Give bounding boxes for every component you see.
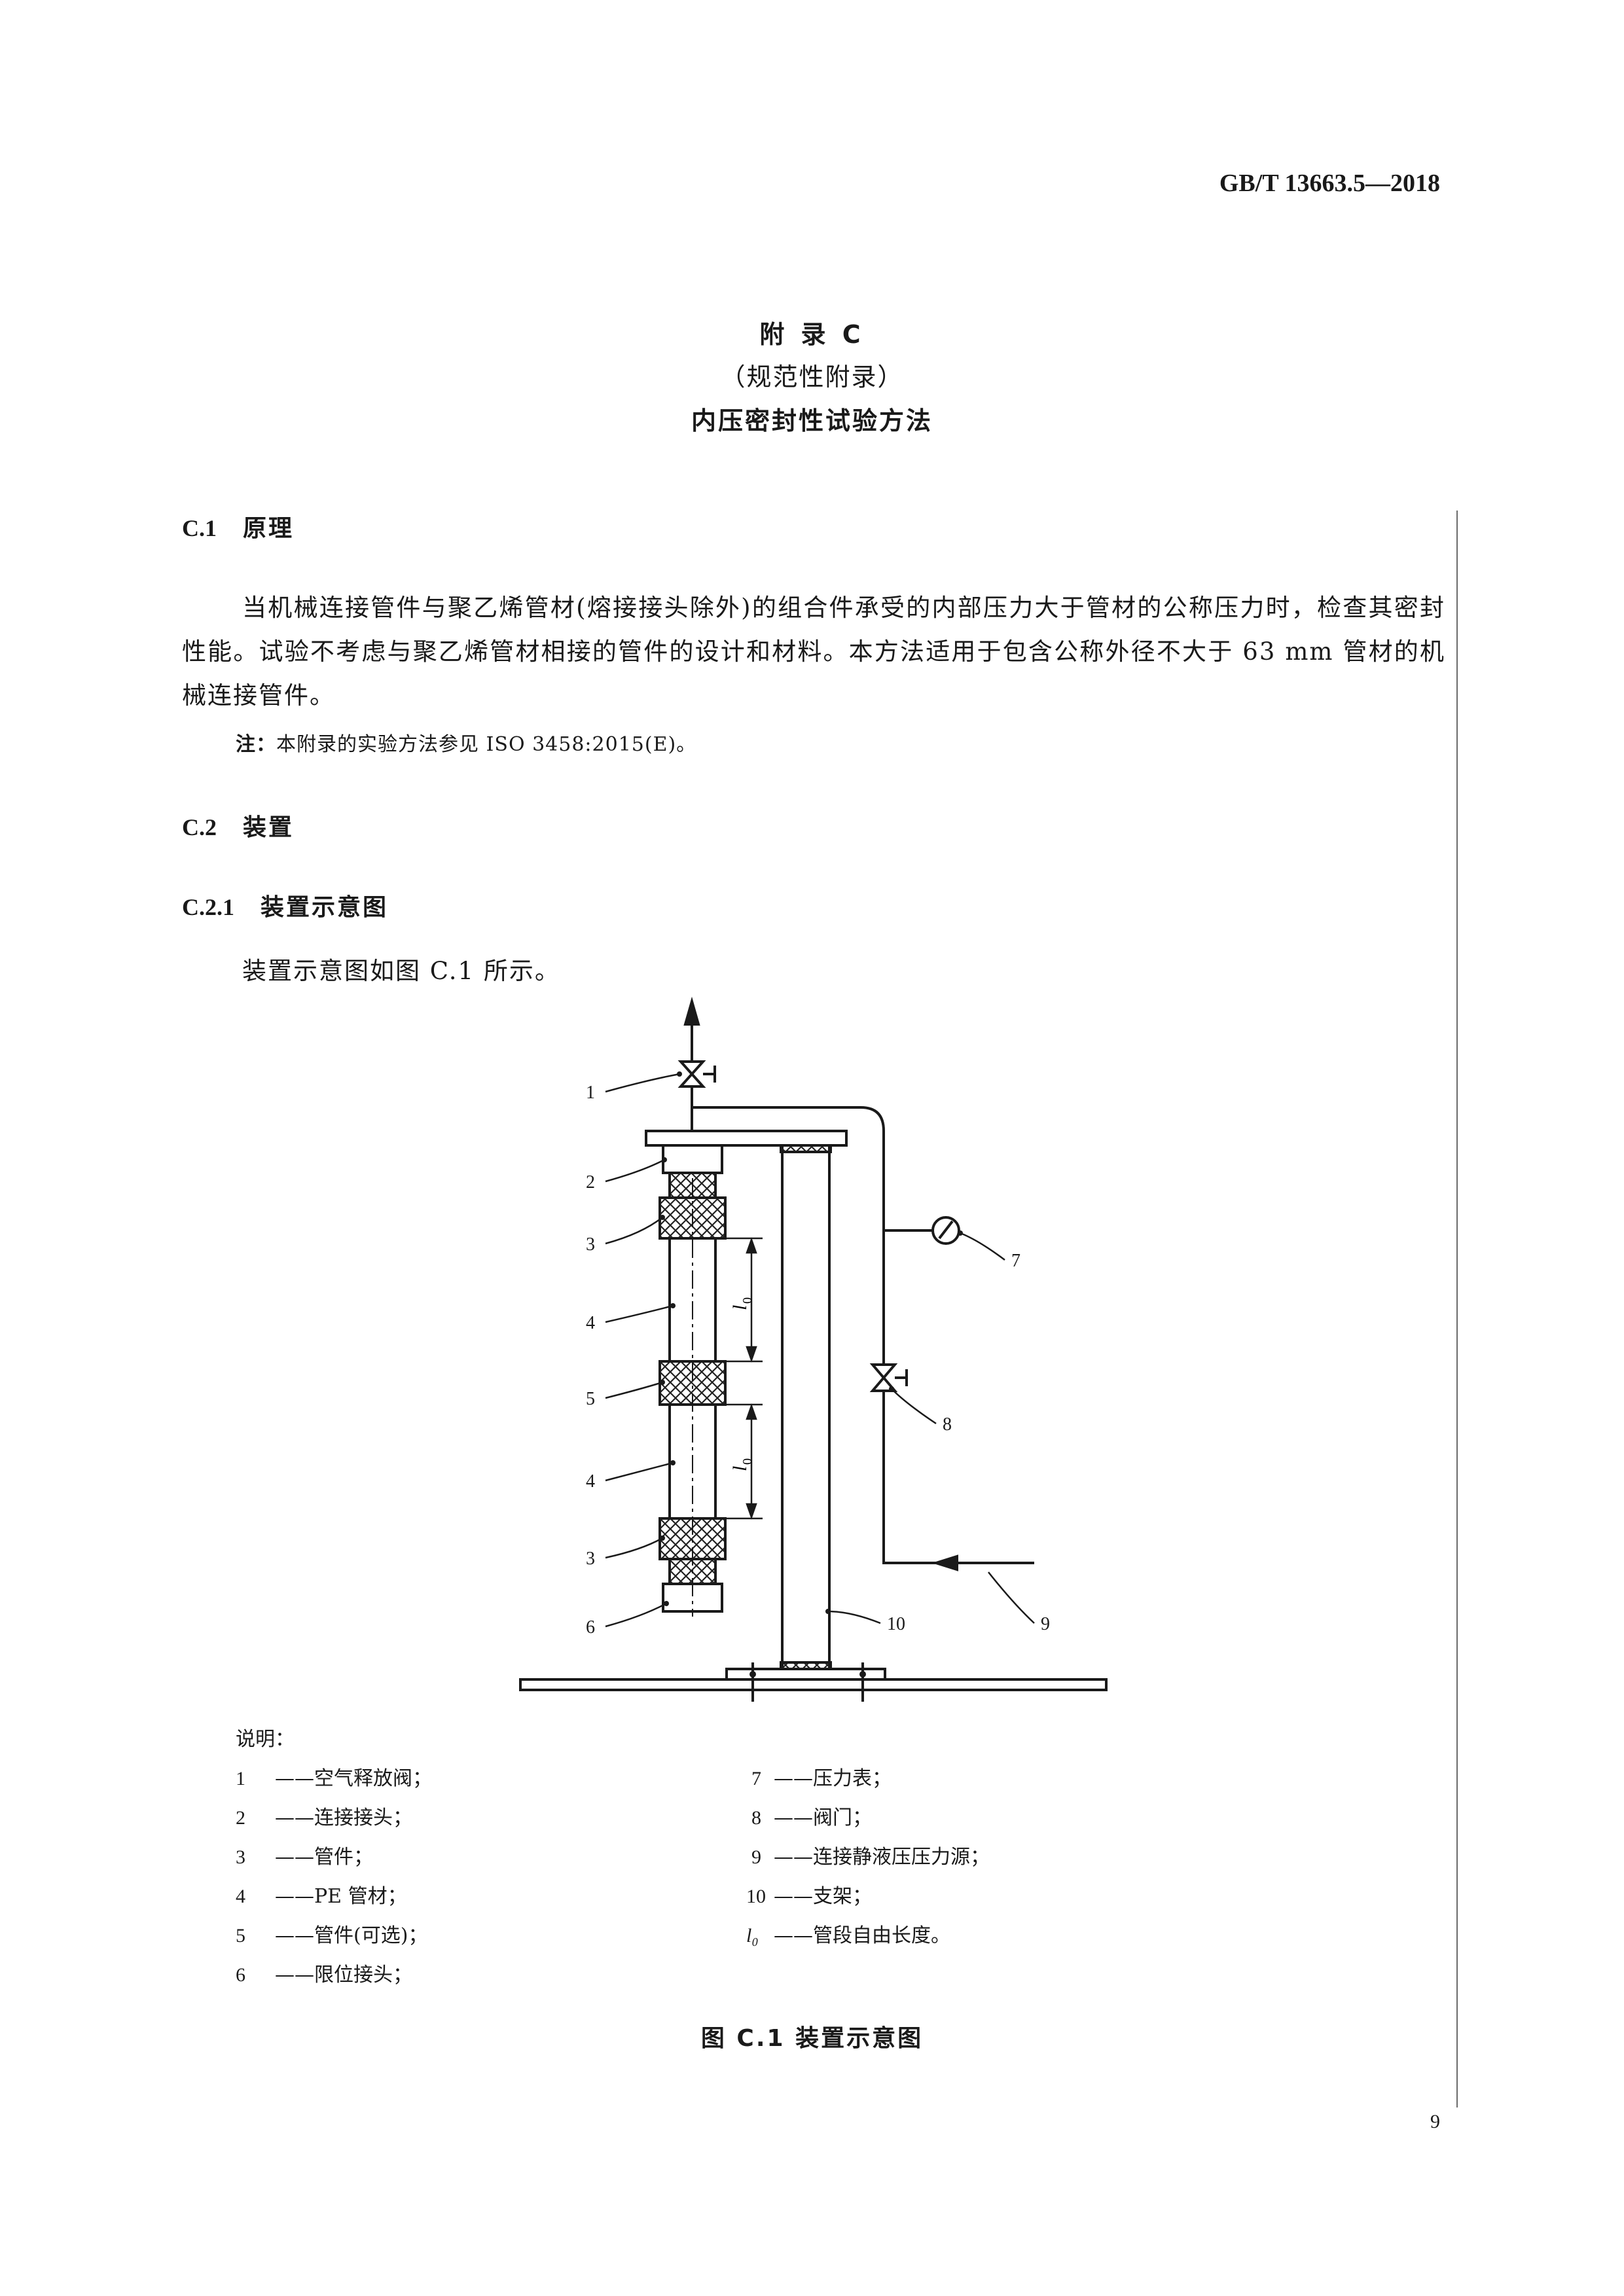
- c21-paragraph: 装置示意图如图 C.1 所示。: [242, 957, 560, 985]
- inflow-arrow-icon: [931, 1554, 958, 1571]
- callout-4b: 4: [586, 1471, 595, 1492]
- standard-code: GB/T 13663.5—2018: [1219, 170, 1440, 197]
- pressure-line: [691, 1106, 1034, 1564]
- figure-caption: 图 C.1 装置示意图: [700, 2025, 924, 2052]
- legend-item: 9——连接静液压压力源；: [751, 1846, 990, 1869]
- section-title: 装置示意图: [261, 894, 389, 921]
- callout-8: 8: [943, 1414, 952, 1435]
- callout-2: 2: [586, 1172, 595, 1193]
- legend-item: 6——限位接头；: [236, 1964, 412, 1986]
- annex-title: 附 录 C: [759, 320, 865, 349]
- legend-item: l₀——管段自由长度。: [746, 1924, 950, 1947]
- section-number: C.2.1: [182, 894, 234, 920]
- section-number: C.1: [182, 515, 217, 541]
- legend-item: 1——空气释放阀；: [236, 1767, 432, 1790]
- svg-text:0: 0: [740, 1297, 755, 1304]
- l0-lower-label: l 0: [729, 1458, 755, 1471]
- callout-3: 3: [586, 1234, 595, 1255]
- l0-upper-label: l 0: [729, 1297, 755, 1310]
- legend-item: 7——压力表；: [751, 1767, 892, 1790]
- callout-4: 4: [586, 1313, 595, 1333]
- svg-text:l: l: [729, 1466, 751, 1471]
- legend-title: 说明：: [236, 1728, 295, 1751]
- legend-item: 8——阀门；: [751, 1806, 872, 1829]
- callout-1: 1: [586, 1083, 595, 1103]
- section-title: 装置: [243, 814, 295, 841]
- note-text: 本附录的实验方法参见 ISO 3458:2015(E)。: [276, 733, 697, 756]
- callout-3b: 3: [586, 1549, 595, 1569]
- legend-item: 10——支架；: [746, 1885, 872, 1908]
- callout-10: 10: [887, 1614, 905, 1634]
- page-number: 9: [1430, 2111, 1440, 2132]
- legend-item: 4——PE 管材；: [236, 1885, 407, 1908]
- c1-note: 注：本附录的实验方法参见 ISO 3458:2015(E)。: [236, 728, 696, 757]
- callout-6: 6: [586, 1617, 595, 1638]
- note-label: 注：: [236, 733, 276, 756]
- annex-type: （规范性附录）: [720, 363, 904, 391]
- legend-item: 5——管件(可选)；: [236, 1924, 428, 1947]
- support-column: [781, 1144, 831, 1670]
- svg-text:0: 0: [740, 1458, 755, 1465]
- margin-rule: [1456, 511, 1458, 2108]
- connecting-joint: [662, 1144, 723, 1174]
- outlet-arrow-icon: [683, 996, 700, 1026]
- callout-7: 7: [1011, 1251, 1020, 1271]
- c1-paragraph: 当机械连接管件与聚乙烯管材(熔接接头除外)的组合件承受的内部压力大于管材的公称压…: [182, 594, 1445, 709]
- legend-item: 2——连接接头；: [236, 1806, 412, 1829]
- base-plate: [519, 1678, 1108, 1691]
- top-plate: [645, 1130, 848, 1147]
- section-number: C.2: [182, 814, 217, 840]
- section-title: 原理: [243, 515, 295, 542]
- callout-9: 9: [1041, 1614, 1050, 1634]
- section-c2-heading: C.2 装置: [182, 808, 294, 842]
- callout-5: 5: [586, 1389, 595, 1409]
- valve-icon: [869, 1363, 898, 1392]
- annex-name: 内压密封性试验方法: [691, 406, 933, 435]
- svg-text:l: l: [729, 1305, 751, 1310]
- section-c21-heading: C.2.1 装置示意图: [182, 888, 388, 922]
- air-release-valve-icon: [677, 1060, 706, 1088]
- legend-item: 3——管件；: [236, 1846, 373, 1869]
- section-c1-heading: C.1 原理: [182, 509, 294, 543]
